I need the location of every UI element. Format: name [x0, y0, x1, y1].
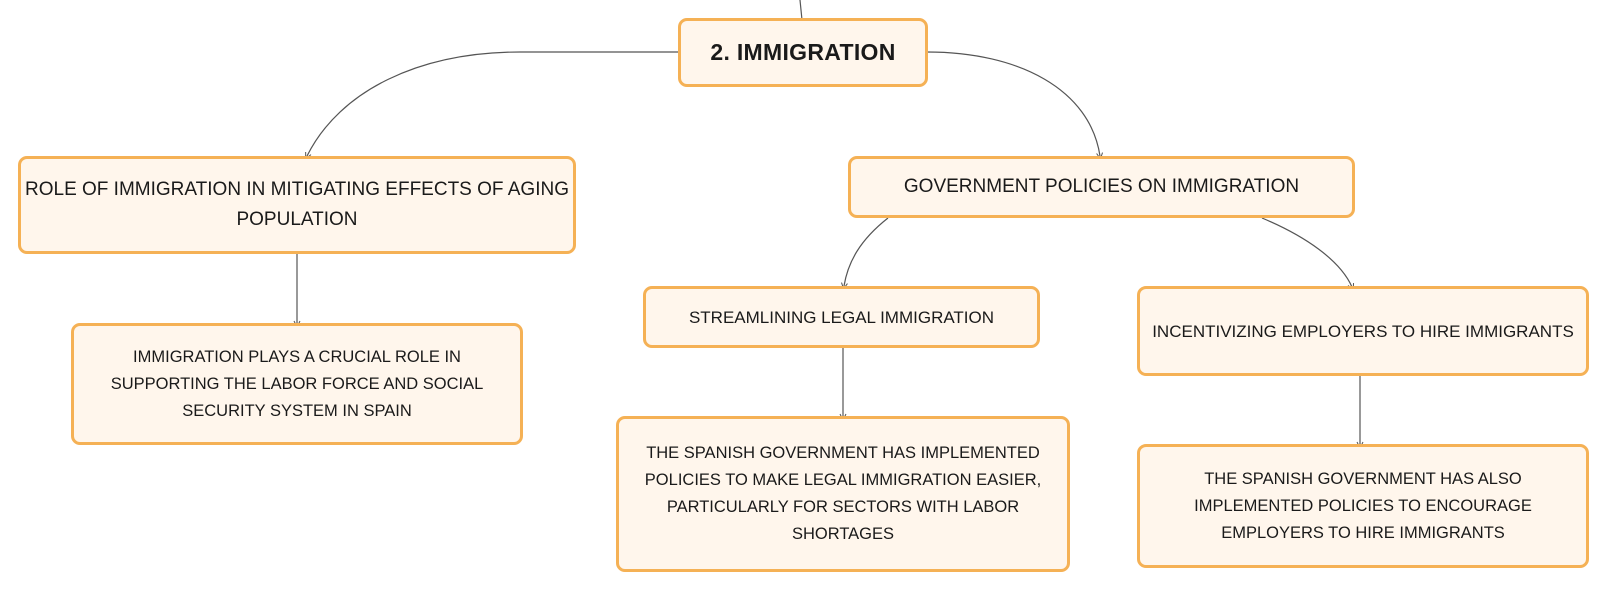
node-role-detail[interactable]: IMMIGRATION PLAYS A CRUCIAL ROLE IN SUPP… — [71, 323, 523, 445]
node-immigration-label: 2. IMMIGRATION — [710, 39, 896, 65]
node-streamlining-legal-immigration[interactable]: STREAMLINING LEGAL IMMIGRATION — [643, 286, 1040, 348]
node-government-policies[interactable]: GOVERNMENT POLICIES ON IMMIGRATION — [848, 156, 1355, 218]
node-streamlining-detail[interactable]: THE SPANISH GOVERNMENT HAS IMPLEMENTED P… — [616, 416, 1070, 572]
edge-gov-to-streamlining — [844, 217, 889, 286]
edge-gov-to-incentivizing — [1261, 217, 1352, 287]
node-streamlining-detail-label: THE SPANISH GOVERNMENT HAS IMPLEMENTED P… — [644, 444, 1042, 543]
node-role-of-immigration-label: ROLE OF IMMIGRATION IN MITIGATING EFFECT… — [25, 179, 569, 230]
edge-incoming-root — [799, 0, 803, 21]
node-incentivizing-label: INCENTIVIZING EMPLOYERS TO HIRE IMMIGRAN… — [1152, 321, 1574, 341]
edge-root-to-role — [307, 51, 680, 156]
node-immigration[interactable]: 2. IMMIGRATION — [678, 18, 928, 87]
node-incentivizing-detail-label: THE SPANISH GOVERNMENT HAS ALSO IMPLEMEN… — [1194, 469, 1532, 542]
node-incentivizing-detail[interactable]: THE SPANISH GOVERNMENT HAS ALSO IMPLEMEN… — [1137, 444, 1589, 568]
node-role-of-immigration[interactable]: ROLE OF IMMIGRATION IN MITIGATING EFFECT… — [18, 156, 576, 254]
node-government-policies-label: GOVERNMENT POLICIES ON IMMIGRATION — [903, 176, 1300, 197]
node-incentivizing-employers[interactable]: INCENTIVIZING EMPLOYERS TO HIRE IMMIGRAN… — [1137, 286, 1589, 376]
node-role-detail-label: IMMIGRATION PLAYS A CRUCIAL ROLE IN SUPP… — [110, 347, 484, 420]
edge-root-to-gov — [926, 51, 1100, 156]
node-streamlining-label: STREAMLINING LEGAL IMMIGRATION — [688, 307, 995, 327]
